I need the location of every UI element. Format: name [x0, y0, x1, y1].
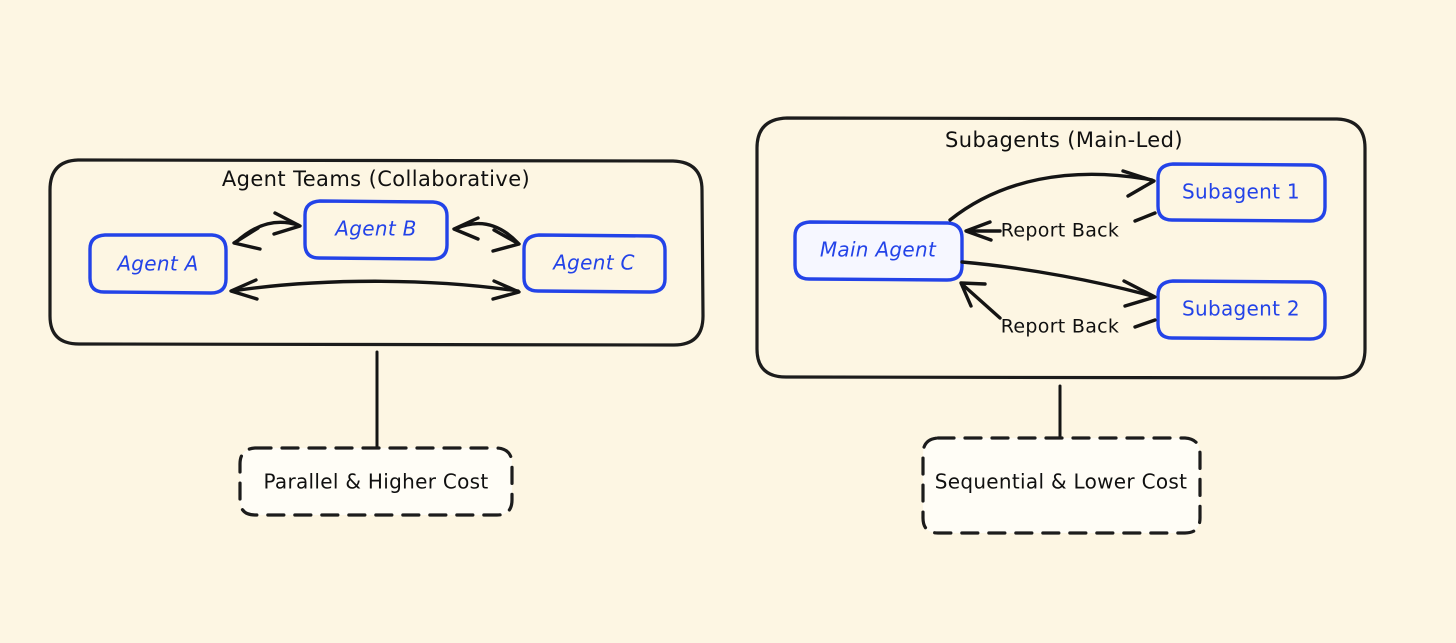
node-main-agent[interactable]: Main Agent — [793, 220, 964, 282]
edge-agent-a-agent-b-arrow-left — [232, 226, 262, 251]
summary-parallel-higher-cost-label: Parallel & Higher Cost — [263, 470, 488, 494]
node-subagent-2[interactable]: Subagent 2 — [1156, 279, 1327, 341]
node-subagent-1-label: Subagent 1 — [1182, 180, 1300, 204]
edge-main-agent-subagent-2-arrow — [1122, 279, 1157, 308]
edge-subagent-2-main-agent: Report Back — [959, 281, 1157, 338]
edge-subagent-1-main-agent: Report Back — [964, 211, 1157, 242]
summary-sequential-lower-cost[interactable]: Sequential & Lower Cost — [921, 436, 1202, 535]
edge-subagent-1-main-agent-line — [1133, 211, 1157, 223]
edge-agent-a-agent-c-arrow-left — [229, 278, 259, 301]
edge-agent-a-agent-b-arrow-right — [272, 211, 302, 236]
node-agent-b-box — [303, 199, 449, 261]
edge-agent-b-agent-c-arrow-right — [491, 228, 521, 253]
node-main-agent-box — [793, 220, 964, 282]
panel-subagents[interactable]: Subagents (Main-Led) Main Agent Subagent… — [755, 116, 1367, 535]
edge-agent-a-agent-c — [229, 278, 521, 301]
edge-main-agent-subagent-2-line — [960, 260, 1154, 298]
node-agent-c-label: Agent C — [551, 251, 635, 275]
node-agent-b[interactable]: Agent B — [303, 199, 449, 261]
edge-subagent-2-main-agent-label: Report Back — [1001, 316, 1119, 338]
edge-subagent-1-main-agent-arrow — [964, 220, 993, 242]
node-agent-c-box — [522, 233, 667, 294]
edge-subagent-1-main-agent-label: Report Back — [1001, 220, 1119, 242]
node-subagent-1[interactable]: Subagent 1 — [1156, 162, 1327, 223]
summary-sequential-lower-cost-label: Sequential & Lower Cost — [935, 470, 1188, 494]
edge-main-agent-subagent-1-arrow — [1121, 169, 1156, 198]
node-subagent-2-label: Subagent 2 — [1182, 297, 1300, 321]
summary-parallel-higher-cost[interactable]: Parallel & Higher Cost — [238, 446, 514, 517]
edge-agent-b-agent-c-arrow-left — [452, 216, 480, 241]
panel-agent-teams-title: Agent Teams (Collaborative) — [222, 167, 530, 191]
node-main-agent-label: Main Agent — [820, 238, 937, 262]
node-subagent-2-box — [1156, 279, 1327, 341]
panel-subagents-title: Subagents (Main-Led) — [945, 128, 1183, 152]
edge-subagent-2-main-agent-arrow — [959, 281, 987, 308]
node-agent-a-box — [88, 233, 228, 295]
summary-sequential-lower-cost-box — [921, 436, 1202, 535]
edge-agent-b-agent-c — [452, 216, 521, 253]
node-agent-a[interactable]: Agent A — [88, 233, 228, 295]
node-subagent-1-box — [1156, 162, 1327, 223]
edge-subagent-2-main-agent-line — [1133, 318, 1157, 329]
edge-main-agent-subagent-1-line — [948, 172, 1154, 222]
edge-main-agent-subagent-2 — [960, 260, 1157, 308]
node-agent-b-label: Agent B — [333, 217, 416, 241]
edge-main-agent-subagent-1 — [948, 169, 1156, 222]
node-agent-c[interactable]: Agent C — [522, 233, 667, 294]
edge-subagent-2-main-agent-line-2 — [961, 283, 1002, 320]
panel-agent-teams[interactable]: Agent Teams (Collaborative) Agent A Agen… — [48, 158, 705, 517]
summary-parallel-higher-cost-box — [238, 446, 514, 517]
edge-agent-a-agent-c-line — [230, 279, 520, 293]
edge-agent-a-agent-b — [232, 211, 302, 251]
node-agent-a-label: Agent A — [115, 252, 198, 276]
edge-agent-a-agent-c-arrow-right — [491, 279, 521, 301]
